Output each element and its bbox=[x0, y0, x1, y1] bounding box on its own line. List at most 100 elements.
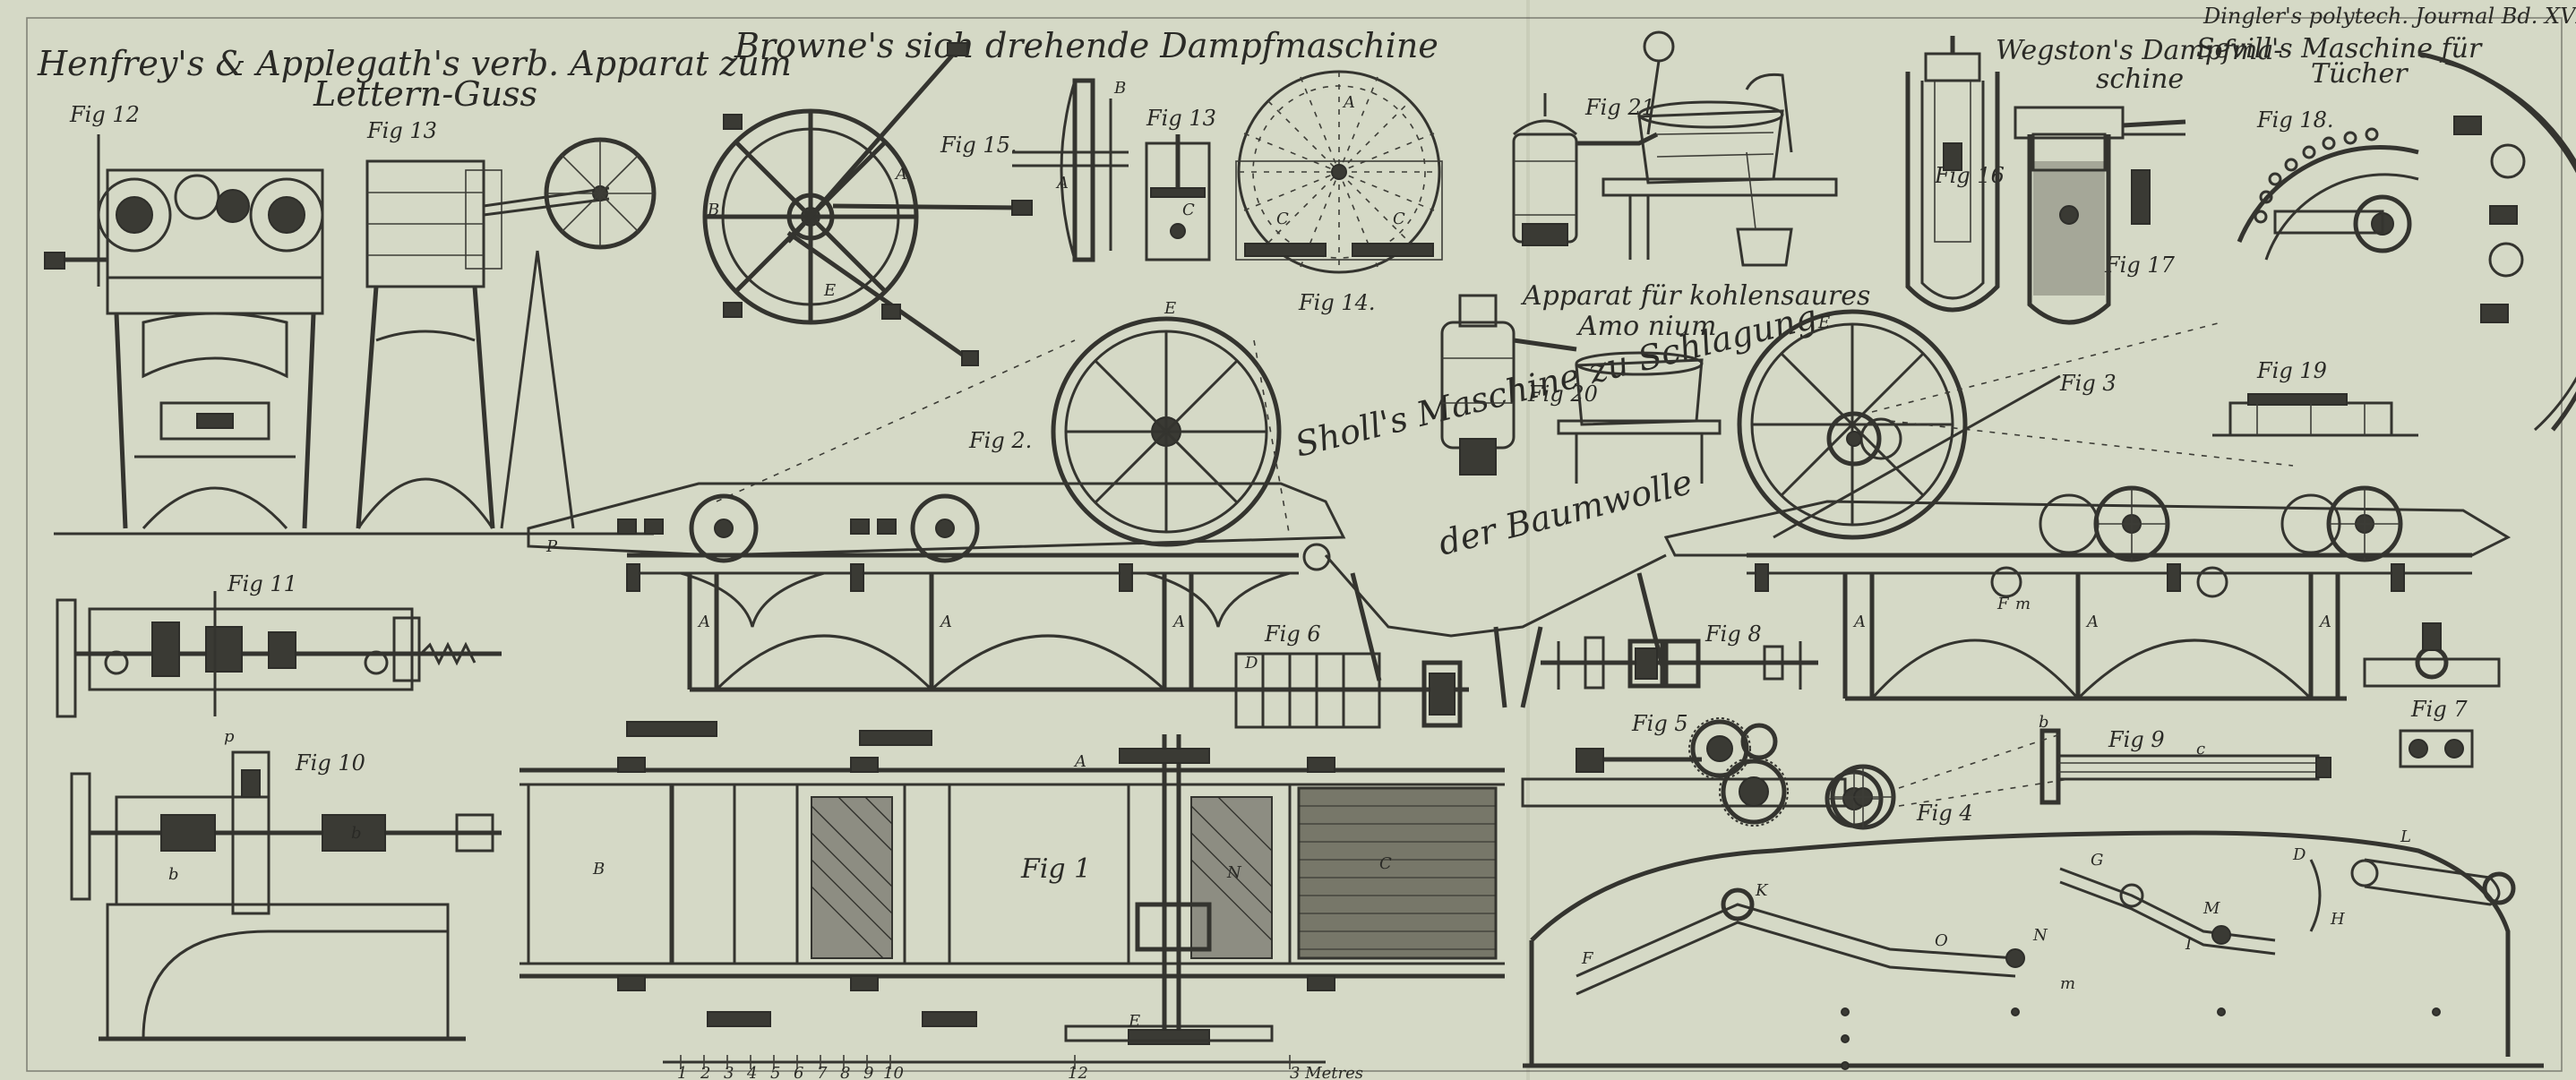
fig-8-drawing: Fig 8 bbox=[1541, 621, 1818, 690]
fig-2-label: Fig 2. bbox=[968, 428, 1032, 453]
fig-4-label: Fig 4 bbox=[1916, 801, 1973, 826]
fig-3-letter-e: E bbox=[1817, 313, 1830, 332]
fig-17-label: Fig 17 bbox=[2104, 253, 2176, 278]
fig-20-label: Fig 20 bbox=[1527, 381, 1598, 407]
fig-1-letter-e: E bbox=[1128, 1012, 1140, 1031]
fig-4-letter-k: K bbox=[1755, 881, 1769, 900]
fig-4-letter-n: N bbox=[2032, 926, 2048, 945]
fig-13-label: Fig 13 bbox=[366, 118, 437, 143]
scale-tick-5: 5 bbox=[770, 1064, 780, 1080]
fig-20-drawing: Fig 20 bbox=[1440, 294, 1722, 484]
fig-4-letter-d: D bbox=[2292, 845, 2306, 864]
fig-19-drawing: Fig 19 bbox=[2212, 358, 2418, 437]
scale-bar: 1 2 3 4 5 6 7 8 9 10 12 3 Metres bbox=[663, 1055, 1363, 1080]
fig-6-drawing: Fig 6 D bbox=[1191, 621, 1469, 729]
fig-18-drawing: Fig 18. bbox=[2237, 51, 2576, 432]
fig-3-letter-a: A bbox=[1852, 613, 1866, 631]
fig-18-label: Fig 18. bbox=[2256, 107, 2334, 133]
title-wegston: Wegston's Dampfma- bbox=[1996, 35, 2283, 66]
fig-17-drawing: Fig 17 bbox=[2014, 106, 2186, 325]
fig-1-letter-a: A bbox=[1073, 752, 1086, 771]
fig-2-letter-a2: A bbox=[939, 613, 952, 631]
fig-2-drawing: Fig 2. E bbox=[527, 299, 1346, 692]
fig-10-letter-b: b bbox=[168, 865, 179, 884]
fig-6-letter-d: D bbox=[1244, 654, 1258, 673]
fig-15-drawing: Fig 15. B A E bbox=[702, 42, 1033, 366]
fig-11-label: Fig 11 bbox=[227, 571, 297, 596]
fig-3-letter-a2: A bbox=[2085, 613, 2099, 631]
fig-10-label: Fig 10 bbox=[295, 750, 365, 776]
fig-3-letter-f: F bbox=[1996, 595, 2010, 613]
fig-15-label: Fig 15. bbox=[940, 133, 1018, 158]
journal-header: Dingler's polytech. Journal Bd. XVI. Tab… bbox=[2202, 4, 2576, 29]
fig-5-drawing: Fig 5 bbox=[1521, 711, 1884, 828]
fig-7-drawing: Fig 7 bbox=[2363, 622, 2501, 768]
title-henfrey: Henfrey's & Applegath's verb. Apparat zu… bbox=[37, 44, 792, 83]
title-apparat-2: Amo nium bbox=[1576, 311, 1716, 342]
fig-4-letter-h: H bbox=[2330, 910, 2345, 929]
fig-2-letter-a3: A bbox=[1172, 613, 1185, 631]
scale-tick-4: 4 bbox=[746, 1064, 757, 1080]
fig-4-letter-m2: m bbox=[2060, 974, 2075, 993]
fig-4-letter-g: G bbox=[2091, 851, 2103, 870]
fig-16-drawing: Fig 16 bbox=[1905, 36, 2005, 313]
fig-15-letter-e: E bbox=[823, 281, 836, 300]
fig-4-letter-o: O bbox=[1935, 931, 1948, 950]
scale-tick-3: 3 bbox=[724, 1064, 734, 1080]
scale-tick-2: 2 bbox=[700, 1064, 710, 1080]
fig-19-label: Fig 19 bbox=[2256, 358, 2327, 383]
fig-13b-letter-b: B bbox=[1113, 79, 1126, 98]
fig-6-label: Fig 6 bbox=[1264, 621, 1321, 647]
fig-9-label: Fig 9 bbox=[2108, 727, 2165, 752]
fig-3-label: Fig 3 bbox=[2059, 371, 2117, 396]
scale-tick-7: 7 bbox=[817, 1064, 828, 1080]
fig-4-drawing: Fig 4 K O N I D H G L M F m bbox=[1523, 733, 2544, 1070]
fig-15-letter-a: A bbox=[894, 165, 907, 184]
fig-10-drawing: Fig 10 p b b bbox=[70, 727, 502, 1041]
scale-tick-12: 12 bbox=[1068, 1064, 1088, 1080]
scale-tick-9: 9 bbox=[863, 1064, 873, 1080]
fig-14-letter-c2: C bbox=[1393, 210, 1405, 228]
fig-13-drawing: Fig 13 bbox=[356, 118, 657, 529]
scale-tick-8: 8 bbox=[840, 1064, 850, 1080]
fig-7-label: Fig 7 bbox=[2410, 697, 2468, 722]
fig-5-label: Fig 5 bbox=[1631, 711, 1688, 736]
fig-15-letter-b: B bbox=[707, 201, 719, 219]
title-sevill-2: Tücher bbox=[2311, 58, 2409, 90]
fig-21-drawing: Fig 21 bbox=[1512, 30, 1838, 267]
fig-2-letter-a: A bbox=[697, 613, 710, 631]
fig-10-letter-p: p bbox=[224, 727, 235, 746]
fig-14-drawing: Fig 14. A C C bbox=[1235, 70, 1443, 315]
fig-12-drawing: Fig 12 bbox=[44, 102, 324, 529]
fig-3-drawing: Fig 3 E bbox=[1663, 309, 2512, 701]
fig-1-drawing: Fig 1 bbox=[519, 721, 1505, 1045]
fig-3-letter-m: m bbox=[2015, 595, 2031, 613]
fig-4-letter-i: I bbox=[2185, 935, 2193, 954]
scale-tick-10: 10 bbox=[883, 1064, 904, 1080]
fig-13b-letter-a: A bbox=[1055, 174, 1069, 193]
fig-1-letter-b: B bbox=[592, 860, 605, 879]
fig-10-letter-b2: b bbox=[351, 824, 362, 843]
title-wegston-2: schine bbox=[2096, 64, 2184, 95]
title-browne: Browne's sich drehende Dampfmaschine bbox=[734, 26, 1438, 65]
fig-2-letter-e: E bbox=[1163, 299, 1176, 318]
fig-2-letter-p: P bbox=[545, 537, 558, 556]
title-henfrey-2: Lettern-Guss bbox=[313, 74, 537, 114]
scale-tick-1: 1 bbox=[677, 1064, 687, 1080]
fig-14-letter-c: C bbox=[1276, 210, 1289, 228]
fig-9-letter-c: c bbox=[2196, 740, 2205, 759]
fig-1-letter-c: C bbox=[1379, 854, 1392, 873]
fig-4-letter-m: M bbox=[2202, 899, 2220, 918]
fig-9-letter-b: b bbox=[2039, 713, 2049, 732]
scale-tick-6: 6 bbox=[794, 1064, 803, 1080]
fig-14-letter-a: A bbox=[1342, 93, 1355, 112]
fig-1-label: Fig 1 bbox=[1020, 853, 1091, 885]
fig-13b-letter-c: C bbox=[1182, 201, 1195, 219]
fig-4-letter-f: F bbox=[1581, 949, 1594, 968]
fig-11-drawing: Fig 11 bbox=[56, 571, 502, 718]
fig-3-letter-a3: A bbox=[2318, 613, 2331, 631]
title-apparat: Apparat für kohlensaures bbox=[1520, 280, 1870, 312]
fig-9-drawing: Fig 9 b c bbox=[2039, 713, 2331, 805]
fig-12-label: Fig 12 bbox=[69, 102, 140, 127]
